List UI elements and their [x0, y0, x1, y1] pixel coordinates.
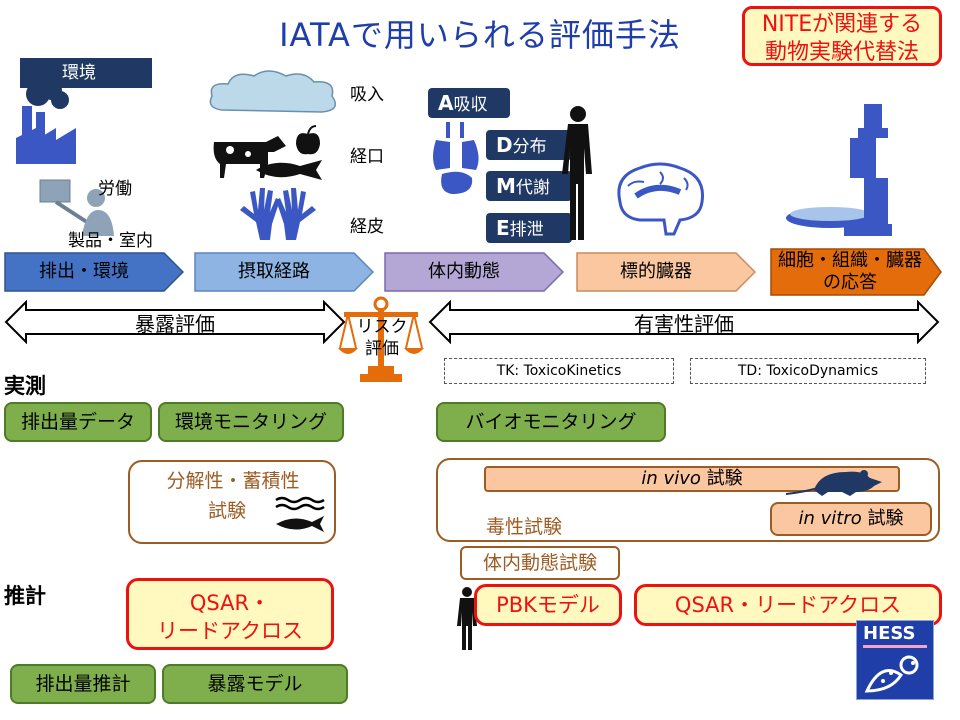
cloud-icon	[209, 70, 337, 113]
emission-data-box: 排出量データ	[4, 402, 152, 442]
route-oral: 経口	[350, 147, 384, 167]
adme-metabolism: M代謝	[486, 171, 572, 201]
qsar-readacross-right-box: QSAR・リードアクロス	[634, 584, 942, 626]
stage-arrow-1	[4, 252, 184, 292]
in-vivo-text: 試験	[700, 468, 743, 489]
hazard-eval-label: 有害性評価	[634, 312, 734, 336]
stage-label-1: 排出・環境	[39, 261, 129, 282]
pbk-model-box: PBKモデル	[474, 584, 622, 626]
degradation-test-box	[128, 460, 336, 544]
rat-icon	[785, 470, 882, 496]
td-label: TD: ToxicoDynamics	[690, 358, 926, 384]
nite-related-box: NITEが関連する 動物実験代替法	[742, 6, 942, 66]
factory-icon	[16, 80, 76, 164]
microscope-icon	[786, 104, 892, 236]
hazard-eval-arrow	[428, 300, 940, 344]
qsar-left-line1: QSAR・	[189, 591, 271, 615]
stage-5-line2: の応答	[823, 272, 877, 293]
hess-logo: HESS	[856, 620, 934, 700]
stage-cell-response: 細胞・組織・臓器 の応答	[770, 248, 942, 296]
toxicity-test-label: 毒性試験	[486, 516, 563, 538]
adme-absorption: A吸収	[428, 88, 510, 118]
apple-icon	[296, 125, 320, 155]
page-title: IATAで用いられる評価手法	[279, 16, 681, 54]
adme-distribution: D分布	[486, 130, 572, 160]
stage-label-3: 体内動態	[428, 261, 500, 282]
stage-label-5: 細胞・組織・臓器 の応答	[770, 250, 930, 294]
hess-logo-mark	[864, 655, 919, 693]
stage-arrow-5	[770, 248, 942, 296]
balance-scale-icon	[338, 296, 424, 382]
kinetics-test-box: 体内動態試験	[460, 546, 620, 580]
stage-5-line1: 細胞・組織・臓器	[778, 250, 922, 271]
in-vitro-test-box: in vitro 試験	[770, 502, 932, 536]
human-figure-icon	[562, 106, 592, 240]
degradation-line1: 分解性・蓄積性	[166, 470, 300, 492]
measured-section-label: 実測	[4, 374, 46, 398]
worker-icon	[39, 179, 114, 236]
exposure-eval-label: 暴露評価	[135, 312, 215, 336]
adme-letter-d: D	[496, 133, 513, 157]
nite-line2: 動物実験代替法	[764, 40, 919, 65]
in-vivo-italic: in vivo	[641, 468, 701, 489]
adme-letter-a: A	[438, 91, 454, 115]
stage-label-2: 摂取経路	[238, 261, 310, 282]
adme-text-d: 分布	[512, 137, 547, 157]
tk-label: TK: ToxicoKinetics	[444, 358, 674, 384]
labor-label: 労働	[98, 179, 132, 199]
in-vitro-text: 試験	[861, 508, 904, 529]
env-monitoring-box: 環境モニタリング	[158, 402, 344, 442]
estimated-section-label: 推計	[4, 584, 46, 608]
route-dermal: 経皮	[350, 217, 384, 237]
stage-emission-environment: 排出・環境	[4, 252, 184, 292]
adme-text-e: 排泄	[509, 220, 544, 240]
fish-icon	[256, 160, 322, 180]
cow-icon	[213, 136, 286, 178]
stage-intake-route: 摂取経路	[194, 252, 374, 292]
adme-excretion: E排泄	[486, 213, 572, 243]
nite-line1: NITEが関連する	[761, 12, 923, 37]
brain-icon	[617, 162, 705, 236]
qsar-left-line2: リードアクロス	[157, 619, 303, 643]
risk-eval-label: リスク 評価	[350, 316, 414, 360]
pbk-human-icon	[457, 587, 477, 650]
bio-monitoring-box: バイオモニタリング	[436, 402, 666, 442]
adme-text-m: 代謝	[515, 178, 550, 198]
adme-text-a: 吸収	[453, 95, 488, 115]
indoor-label: 製品・室内	[68, 231, 153, 251]
degradation-line2: 試験	[208, 500, 247, 522]
emission-estimate-box: 排出量推計	[10, 664, 156, 704]
stage-target-organ: 標的臓器	[576, 252, 756, 292]
adme-letter-e: E	[496, 216, 510, 240]
risk-eval-line2: 評価	[365, 339, 399, 359]
exposure-model-box: 暴露モデル	[162, 664, 348, 704]
risk-eval-line1: リスク	[356, 317, 408, 337]
adme-letter-m: M	[496, 174, 516, 198]
exposure-eval-arrow	[4, 300, 346, 344]
stage-toxicokinetics: 体内動態	[384, 252, 564, 292]
stage-label-4: 標的臓器	[620, 261, 692, 282]
stage-arrow-3	[384, 252, 564, 292]
hands-icon	[240, 188, 316, 240]
qsar-readacross-left-box: QSAR・ リードアクロス	[126, 578, 334, 650]
hess-logo-text: HESS	[863, 623, 916, 644]
in-vitro-italic: in vitro	[798, 508, 862, 529]
stage-arrow-2	[194, 252, 374, 292]
water-fish-icon	[275, 496, 325, 532]
organs-icon	[433, 122, 479, 194]
stage-arrow-4	[576, 252, 756, 292]
route-inhale: 吸入	[350, 85, 384, 105]
hess-logo-bar	[863, 645, 927, 648]
